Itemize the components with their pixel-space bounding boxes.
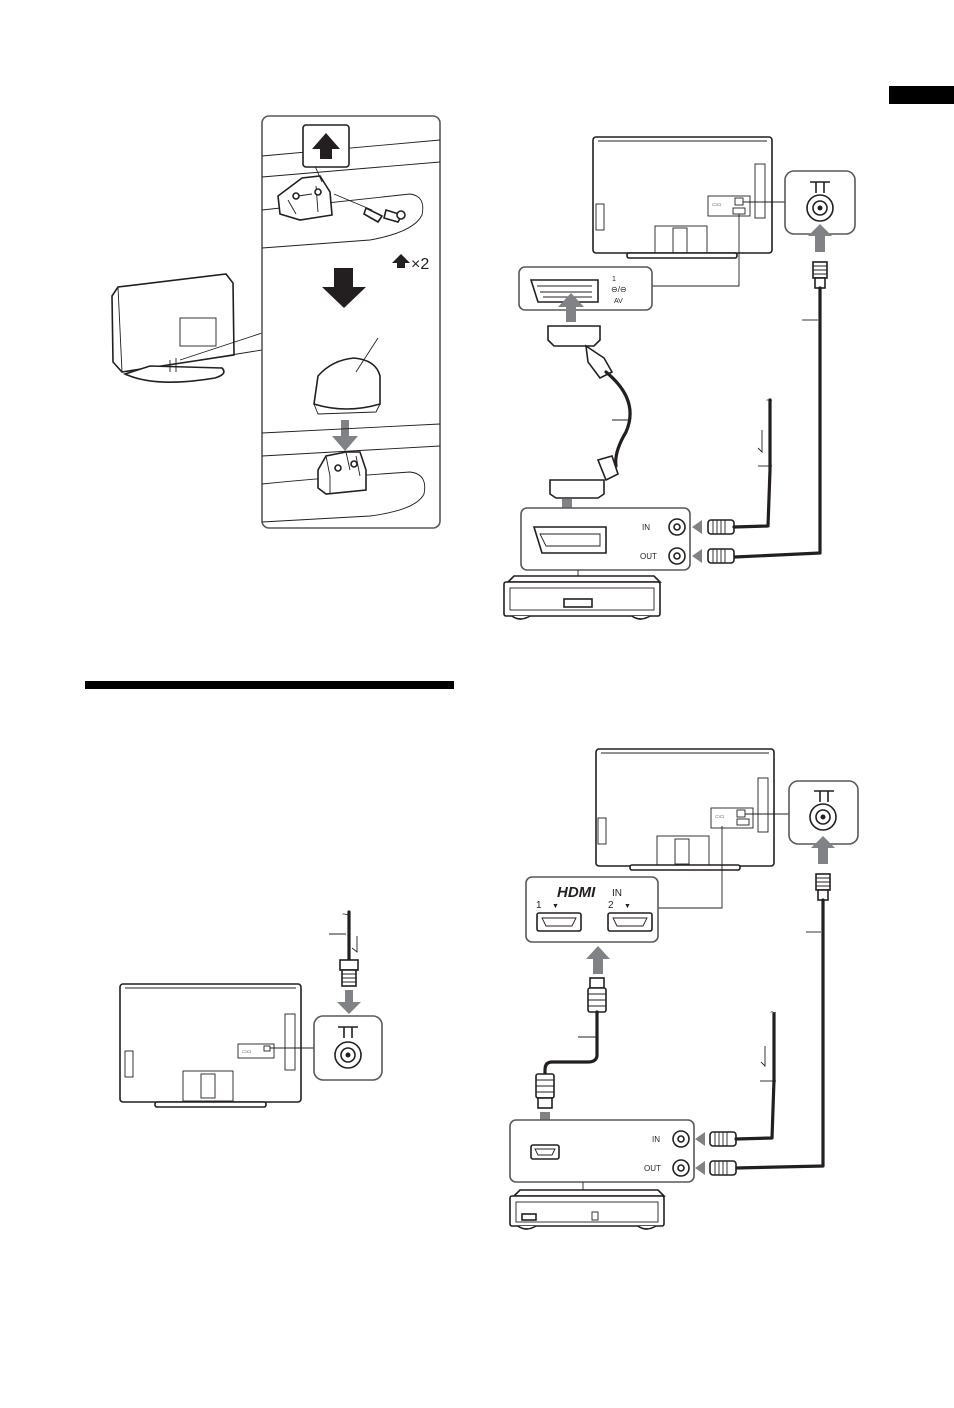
antenna-connection-illustration: ▭▭ ~ (120, 909, 382, 1107)
scart-cable (548, 326, 630, 498)
recorder-out-label: OUT (644, 1164, 661, 1173)
recorder-out-left-arrow-icon (695, 1161, 705, 1175)
small-tv-rear (112, 274, 234, 382)
vcr-in-label: IN (642, 523, 650, 532)
recorder-device (510, 1190, 664, 1229)
hdmi-up-arrow-icon (586, 946, 610, 974)
vcr-device (504, 576, 660, 619)
vcr-out-left-arrow-icon (692, 549, 702, 563)
tv-rear-scart: ▭▭ (593, 137, 785, 286)
section-heading-rule (85, 681, 454, 689)
hdmi-in-label: IN (612, 888, 622, 899)
svg-text:~: ~ (770, 1007, 776, 1019)
stand-removal-illustration: ×2 (112, 116, 440, 528)
hdmi-logo: HDMI (557, 884, 596, 901)
hdmi-port-1-label: 1 (536, 900, 542, 911)
recorder-in-left-arrow-icon (695, 1132, 705, 1146)
page-tab-marker (889, 86, 954, 104)
svg-text:▭▭: ▭▭ (712, 202, 722, 208)
svg-text:▼: ▼ (624, 903, 631, 910)
scart-connection-illustration: ▭▭ 1 ⊖/⊖ AV (504, 137, 855, 619)
svg-text:~: ~ (342, 909, 348, 921)
svg-text:▭▭: ▭▭ (242, 1049, 252, 1055)
antenna-down-arrow-icon (337, 990, 361, 1014)
svg-text:~: ~ (766, 395, 772, 407)
svg-text:⊖/⊖: ⊖/⊖ (611, 285, 627, 294)
tv-rear-antenna: ▭▭ (120, 984, 314, 1107)
hdmi-cable (536, 978, 606, 1108)
svg-text:▼: ▼ (552, 903, 559, 910)
hdmi-connection-illustration: ▭▭ HDMI IN 1 ▼ 2 ▼ (510, 749, 858, 1229)
vcr-out-label: OUT (640, 552, 657, 561)
hdmi-port-2-label: 2 (608, 900, 614, 911)
av-port-label: AV (614, 298, 623, 305)
av-port-number: 1 (612, 276, 616, 283)
screw-count-label: ×2 (411, 256, 429, 273)
svg-text:▭▭: ▭▭ (715, 814, 725, 820)
recorder-in-label: IN (652, 1135, 660, 1144)
vcr-in-left-arrow-icon (692, 520, 702, 534)
